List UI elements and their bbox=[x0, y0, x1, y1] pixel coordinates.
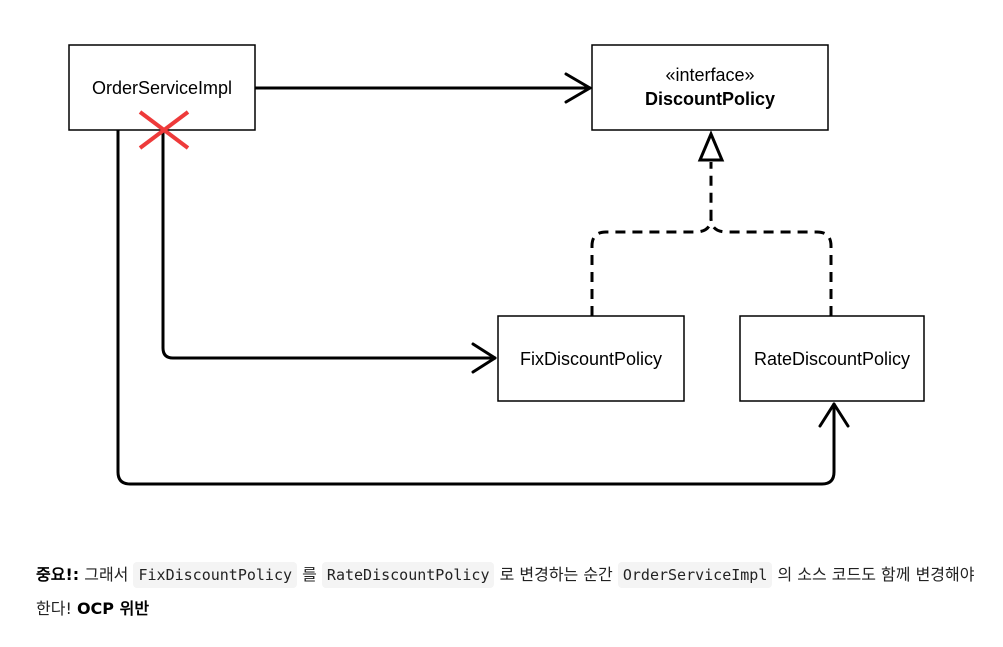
realization-edges bbox=[590, 162, 833, 316]
hollow-triangle-head bbox=[697, 130, 725, 162]
note-text-1: 그래서 bbox=[79, 565, 134, 584]
note-text-2: 를 bbox=[297, 565, 322, 584]
arrowhead-open-discount-policy bbox=[564, 72, 592, 104]
node-rate-discount-policy: RateDiscountPolicy bbox=[739, 315, 925, 402]
code-rate-discount-policy: RateDiscountPolicy bbox=[321, 562, 495, 588]
edge-fix-realizes-interface bbox=[590, 162, 713, 316]
note-text-3: 로 변경하는 순간 bbox=[494, 565, 618, 584]
code-order-service-impl: OrderServiceImpl bbox=[617, 562, 773, 588]
node-discount-policy-label: DiscountPolicy bbox=[645, 89, 775, 109]
stereotype-label: «interface» bbox=[665, 65, 754, 85]
arrowhead-open-fix-policy bbox=[471, 342, 497, 374]
code-fix-discount-policy: FixDiscountPolicy bbox=[133, 562, 298, 588]
node-rate-policy-label: RateDiscountPolicy bbox=[754, 349, 910, 369]
edge-order-to-fix-policy bbox=[161, 128, 497, 360]
node-discount-policy-interface: «interface» DiscountPolicy bbox=[591, 44, 829, 131]
edge-rate-realizes-interface bbox=[709, 217, 833, 316]
connectors bbox=[116, 72, 850, 486]
red-x-icon bbox=[138, 110, 190, 150]
node-fix-policy-label: FixDiscountPolicy bbox=[520, 349, 662, 369]
arrowhead-open-rate-policy bbox=[818, 402, 850, 428]
node-order-service-label: OrderServiceImpl bbox=[92, 78, 232, 98]
note-prefix: 중요!: bbox=[36, 565, 80, 584]
edge-order-to-rate-policy bbox=[116, 128, 836, 486]
node-fix-discount-policy: FixDiscountPolicy bbox=[497, 315, 685, 402]
note-emphasis: OCP 위반 bbox=[76, 599, 150, 618]
node-order-service-impl: OrderServiceImpl bbox=[68, 44, 256, 131]
class-diagram: OrderServiceImpl «interface» DiscountPol… bbox=[68, 44, 925, 486]
note-text-4: 의 소스 코드도 함께 변경해야 한다! bbox=[36, 565, 975, 618]
note-paragraph: 중요!: 그래서 FixDiscountPolicy 를 RateDiscoun… bbox=[36, 558, 976, 626]
